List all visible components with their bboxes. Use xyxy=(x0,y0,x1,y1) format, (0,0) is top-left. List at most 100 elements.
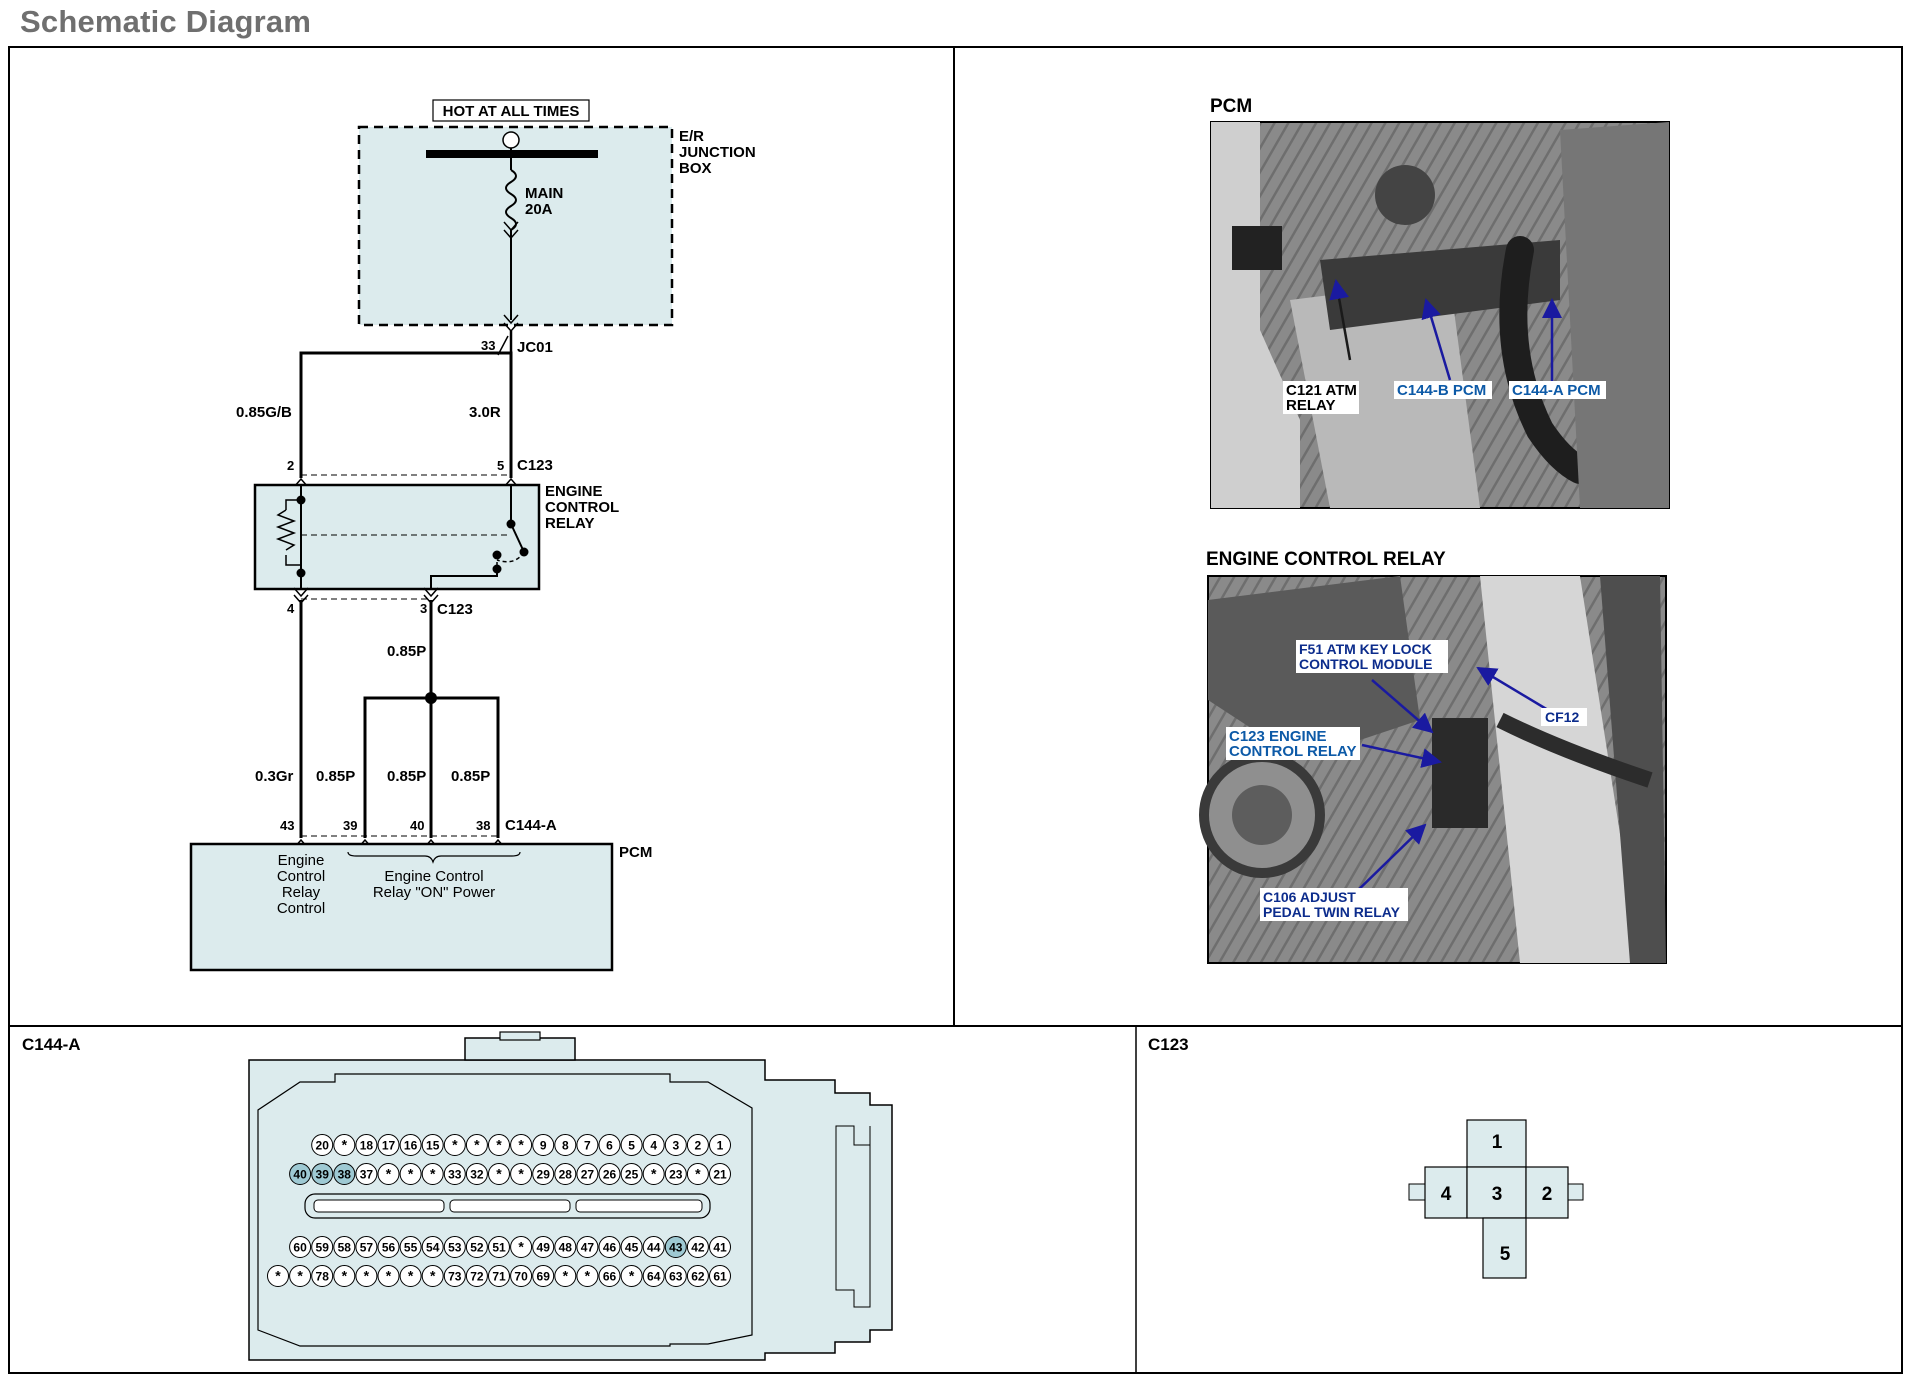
c144a-pin-label: 25 xyxy=(625,1168,639,1182)
c144a-pin-circle xyxy=(642,1236,665,1258)
sheet-frame xyxy=(8,46,1903,1374)
c123-connector-title: C123 xyxy=(1148,1035,1189,1054)
c144a-pin-label: 23 xyxy=(669,1168,683,1182)
c144a-pin-circle xyxy=(532,1163,555,1185)
c144a-pin-circle xyxy=(311,1236,334,1258)
c144a-pin-circle xyxy=(333,1236,356,1258)
wire-left-label: 0.85G/B xyxy=(236,404,292,421)
c144a-pin-circle xyxy=(620,1236,643,1258)
c144a-pin-label: * xyxy=(496,1137,502,1153)
c144a-pin-circle xyxy=(620,1134,643,1156)
pcm-func-1-line-2: Control xyxy=(277,868,325,885)
c144a-pin-circle xyxy=(333,1134,356,1156)
c144a-pin-label: 29 xyxy=(537,1168,551,1182)
c144a-pin-label: 44 xyxy=(647,1241,661,1255)
c144a-pin-label: 43 xyxy=(669,1241,683,1255)
c144a-pin-circle xyxy=(510,1236,533,1258)
relay-location-photo: ENGINE CONTROL RELAY F51 ATM KEY LOCK CO… xyxy=(1199,549,1667,964)
c144a-pin-circle xyxy=(355,1134,378,1156)
c144a-pin-label: 52 xyxy=(470,1241,484,1255)
c144a-pin-circle xyxy=(510,1163,533,1185)
c144a-pin-circle xyxy=(642,1163,665,1185)
c144a-pin-circle xyxy=(554,1236,577,1258)
c144a-pin-label: 20 xyxy=(316,1139,330,1153)
c144a-pin-label: 53 xyxy=(448,1241,462,1255)
c144a-connector-title: C144-A xyxy=(22,1035,81,1054)
c144a-pin-label: 46 xyxy=(603,1241,617,1255)
c144a-pin-label: 55 xyxy=(404,1241,418,1255)
c123-pin-1: 1 xyxy=(1492,1132,1503,1153)
c144a-pin-label: * xyxy=(496,1166,502,1182)
pcm-func-2-line-1: Engine Control xyxy=(384,868,483,885)
c144a-pin-circle xyxy=(709,1134,731,1156)
junction-box-label-1: E/R xyxy=(679,128,704,145)
c144a-pin-circle xyxy=(377,1265,400,1287)
c144a-pin-circle xyxy=(709,1236,731,1258)
c144a-pin-circle xyxy=(465,1163,488,1185)
c144a-pin-label: * xyxy=(342,1268,348,1284)
c144a-pin-circle xyxy=(399,1163,422,1185)
c144a-pin-circle xyxy=(642,1134,665,1156)
pcm-pin-38: 38 xyxy=(476,818,490,833)
c144a-pin-label: 16 xyxy=(404,1139,418,1153)
c144a-pin-label: 6 xyxy=(606,1139,613,1153)
c144a-pin-label: 8 xyxy=(562,1139,569,1153)
c144a-pin-label: 15 xyxy=(426,1139,440,1153)
c144a-pin-circle xyxy=(355,1265,378,1287)
wire-right-label: 3.0R xyxy=(469,404,501,421)
c144a-pin-label: 18 xyxy=(360,1139,374,1153)
c123-connector-view: C123 1 2 3 4 5 xyxy=(1148,1035,1584,1279)
c144a-pin-label: * xyxy=(430,1166,436,1182)
relay-label-1: ENGINE xyxy=(545,483,603,500)
c144a-pin-label: * xyxy=(408,1166,414,1182)
c144a-pin-circle xyxy=(465,1134,488,1156)
c123-pin-2-label: 2 xyxy=(1542,1184,1553,1205)
c144a-pin-circle xyxy=(311,1265,334,1287)
c144a-pin-label: 60 xyxy=(293,1241,307,1255)
c144a-pin-label: 2 xyxy=(695,1139,702,1153)
c144a-pin-circle xyxy=(377,1236,400,1258)
c123-pin-4-cell xyxy=(1424,1166,1468,1219)
c144a-pin-circle xyxy=(399,1134,422,1156)
c144a-pin-label: 59 xyxy=(316,1241,330,1255)
c144a-pin-circle xyxy=(443,1163,466,1185)
c144a-pin-circle xyxy=(620,1163,643,1185)
c144a-pin-label: 3 xyxy=(672,1139,679,1153)
c144a-pin-label: 39 xyxy=(316,1168,330,1182)
c144a-pin-label: * xyxy=(585,1268,591,1284)
c144a-pin-circle xyxy=(554,1163,577,1185)
c144a-pin-circle xyxy=(576,1163,599,1185)
c106-label-2: PEDAL TWIN RELAY xyxy=(1263,904,1401,920)
c144a-pin-label: 49 xyxy=(537,1241,551,1255)
c144a-pin-label: 5 xyxy=(628,1139,635,1153)
c144a-pin-label: * xyxy=(474,1137,480,1153)
c144a-pin-circle xyxy=(399,1265,422,1287)
c144a-pin-circle xyxy=(686,1134,709,1156)
c144a-pin-circle xyxy=(664,1236,687,1258)
c144a-pin-label: * xyxy=(364,1268,370,1284)
c144a-pin-label: 27 xyxy=(581,1168,595,1182)
c144a-pin-label: * xyxy=(342,1137,348,1153)
c144a-pin-circle xyxy=(532,1265,555,1287)
c144a-pin-circle xyxy=(488,1134,510,1156)
c144a-pin-circle xyxy=(443,1134,466,1156)
c144a-pin-circle xyxy=(465,1265,488,1287)
c144a-pin-label: * xyxy=(275,1268,281,1284)
relay-coil-icon xyxy=(275,509,297,551)
c144a-pin-label: 48 xyxy=(559,1241,573,1255)
c123-pin-3-label: 3 xyxy=(1492,1184,1503,1205)
c144a-pin-circle xyxy=(532,1236,555,1258)
c144a-pin-label: * xyxy=(430,1268,436,1284)
hot-at-all-times-label: HOT AT ALL TIMES xyxy=(443,103,580,120)
c144a-pin-label: * xyxy=(386,1166,392,1182)
c144a-pin-circle xyxy=(510,1134,533,1156)
pcm-pin-39: 39 xyxy=(343,818,357,833)
c144a-pin-label: * xyxy=(518,1239,524,1255)
c144a-pin-label: 21 xyxy=(713,1168,727,1182)
c144a-pin-label: 33 xyxy=(448,1168,462,1182)
c123-pin-4-label: 4 xyxy=(1441,1184,1452,1205)
c144a-pin-circle xyxy=(488,1236,510,1258)
c106-label-1: C106 ADJUST xyxy=(1263,889,1356,905)
c144a-pin-label: 58 xyxy=(338,1241,352,1255)
